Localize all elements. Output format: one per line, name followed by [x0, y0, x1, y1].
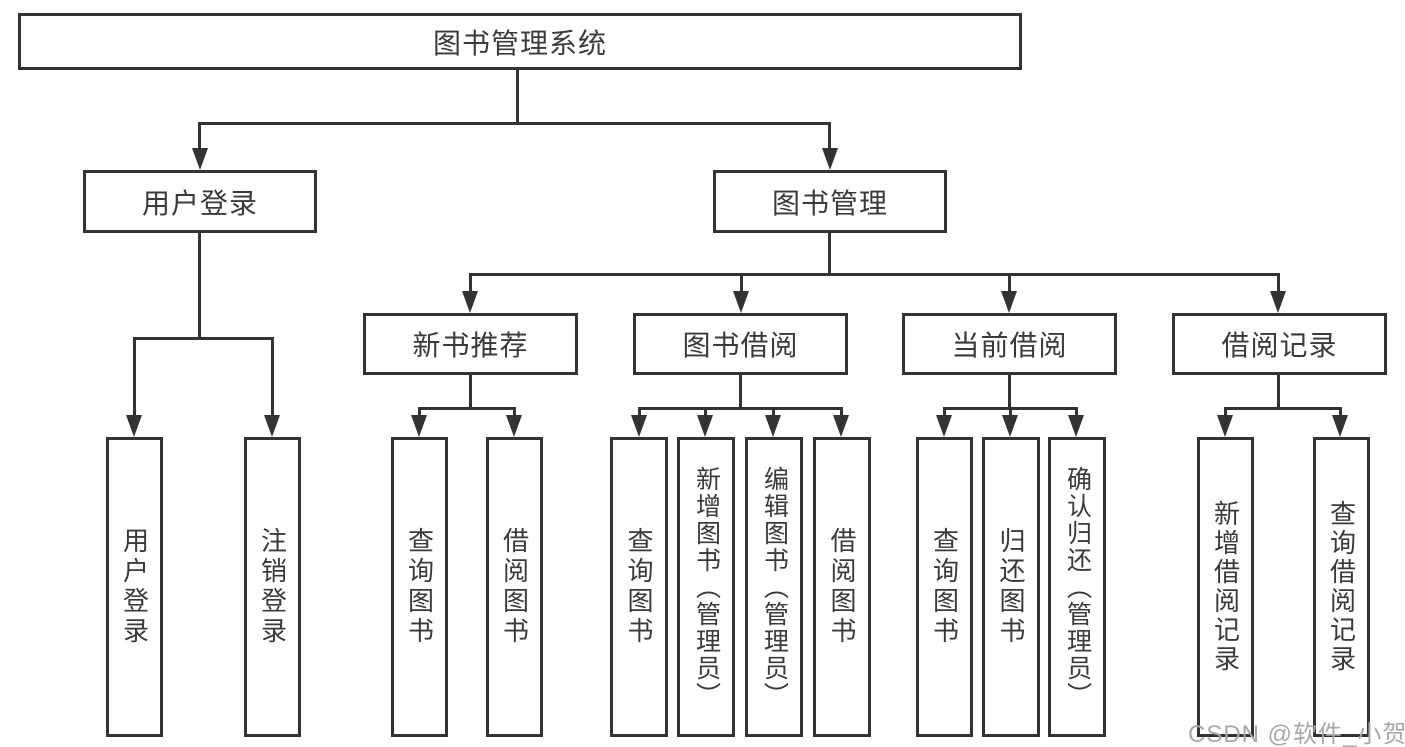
leaf-query-book-3-label: 查询图书 [929, 527, 960, 647]
node-root-label: 图书管理系统 [432, 27, 607, 59]
leaf-query-book-1: 查询图书 [391, 437, 448, 737]
leaf-user-login-label: 用户登录 [119, 527, 150, 647]
leaf-edit-book: 编辑图书（管理员） [745, 437, 803, 737]
connector-stem-borrow-record [1277, 273, 1280, 293]
leaf-return-book-label: 归还图书 [996, 527, 1026, 647]
arrowhead-borrow-book-2-icon [833, 415, 849, 437]
leaf-confirm-return-label: 确认归还（管理员） [1063, 465, 1092, 709]
arrowhead-borrow-book-1-icon [506, 415, 522, 437]
leaf-add-borrow-record: 新增借阅记录 [1197, 437, 1254, 737]
connector-stem-new-book-recommend [469, 273, 472, 293]
arrowhead-book-borrow-icon [733, 291, 749, 313]
connector-stem-leaf-user-login [133, 337, 136, 415]
node-new-book-recommend-label: 新书推荐 [412, 330, 529, 361]
leaf-query-book-2: 查询图书 [610, 437, 668, 737]
connector-user-login-down [198, 233, 201, 337]
connector-stem-borrow-book-2 [840, 407, 843, 417]
leaf-query-borrow-record-label: 查询借阅记录 [1326, 500, 1357, 674]
connector-stem-query-book-1 [418, 407, 421, 417]
connector-stem-confirm-return [1075, 407, 1078, 417]
connector-stem-leaf-logout [271, 337, 274, 415]
connector-root-down [516, 70, 519, 122]
leaf-add-borrow-record-label: 新增借阅记录 [1210, 500, 1241, 674]
connector-stem-book-management [828, 122, 831, 150]
connector-book-management-bus [469, 273, 1280, 276]
arrowhead-leaf-logout-icon [264, 415, 280, 437]
arrowhead-add-record-icon [1217, 415, 1233, 437]
connector-new-book-bus [418, 407, 515, 410]
leaf-add-book: 新增图书（管理员） [677, 437, 735, 737]
arrowhead-add-book-icon [697, 415, 713, 437]
arrowhead-borrow-record-icon [1270, 291, 1286, 313]
leaf-borrow-book-1-label: 借阅图书 [499, 527, 530, 647]
leaf-return-book: 归还图书 [982, 437, 1040, 737]
arrowhead-current-borrow-icon [1001, 291, 1017, 313]
leaf-confirm-return: 确认归还（管理员） [1048, 437, 1106, 737]
arrowhead-user-login-icon [192, 148, 208, 170]
node-root: 图书管理系统 [18, 13, 1022, 70]
node-user-login: 用户登录 [83, 170, 317, 233]
connector-borrow-record-down [1277, 375, 1280, 407]
connector-user-login-bus [133, 337, 273, 340]
leaf-add-book-label: 新增图书（管理员） [692, 465, 721, 709]
arrowhead-edit-book-icon [765, 415, 781, 437]
leaf-query-book-3: 查询图书 [916, 437, 973, 737]
node-book-borrow-label: 图书借阅 [682, 330, 799, 361]
connector-stem-query-record [1339, 407, 1342, 417]
connector-stem-add-record [1224, 407, 1227, 417]
node-user-login-label: 用户登录 [141, 187, 258, 219]
arrowhead-return-book-icon [1002, 415, 1018, 437]
leaf-user-login: 用户登录 [106, 437, 163, 737]
connector-borrow-record-bus [1224, 407, 1341, 410]
leaf-edit-book-label: 编辑图书（管理员） [760, 465, 789, 709]
arrowhead-query-book-3-icon [936, 415, 952, 437]
leaf-borrow-book-2-label: 借阅图书 [827, 527, 857, 647]
arrowhead-leaf-user-login-icon [126, 415, 142, 437]
node-current-borrow-label: 当前借阅 [951, 330, 1068, 361]
csdn-watermark: CSDN @软件_小贺同学 [1188, 721, 1405, 747]
connector-stem-query-book-2 [638, 407, 641, 417]
connector-stem-return-book [1009, 407, 1012, 417]
node-book-management-label: 图书管理 [771, 187, 888, 219]
connector-book-borrow-bus [638, 407, 843, 410]
connector-stem-query-book-3 [943, 407, 946, 417]
arrowhead-query-record-icon [1332, 415, 1348, 437]
connector-stem-borrow-book-1 [513, 407, 516, 417]
connector-new-book-down [469, 375, 472, 407]
connector-book-borrow-down [739, 375, 742, 407]
node-book-management: 图书管理 [713, 170, 947, 233]
connector-current-borrow-down [1008, 375, 1011, 407]
leaf-logout-label: 注销登录 [257, 527, 288, 647]
arrowhead-book-management-icon [822, 148, 838, 170]
leaf-query-borrow-record: 查询借阅记录 [1313, 437, 1370, 737]
leaf-logout: 注销登录 [244, 437, 301, 737]
connector-stem-user-login [198, 122, 201, 150]
arrowhead-query-book-1-icon [411, 415, 427, 437]
node-current-borrow: 当前借阅 [902, 313, 1117, 375]
node-book-borrow: 图书借阅 [633, 313, 848, 375]
leaf-query-book-2-label: 查询图书 [624, 527, 654, 647]
connector-root-bus [199, 122, 831, 125]
arrowhead-new-book-recommend-icon [462, 291, 478, 313]
node-borrow-record: 借阅记录 [1172, 313, 1387, 375]
arrowhead-confirm-return-icon [1068, 415, 1084, 437]
node-borrow-record-label: 借阅记录 [1221, 330, 1338, 361]
connector-stem-add-book [704, 407, 707, 417]
node-new-book-recommend: 新书推荐 [363, 313, 578, 375]
connector-stem-edit-book [772, 407, 775, 417]
leaf-query-book-1-label: 查询图书 [404, 527, 435, 647]
leaf-borrow-book-2: 借阅图书 [813, 437, 871, 737]
connector-stem-current-borrow [1008, 273, 1011, 293]
arrowhead-query-book-2-icon [631, 415, 647, 437]
connector-book-management-down [828, 233, 831, 275]
connector-stem-book-borrow [740, 273, 743, 293]
leaf-borrow-book-1: 借阅图书 [486, 437, 543, 737]
